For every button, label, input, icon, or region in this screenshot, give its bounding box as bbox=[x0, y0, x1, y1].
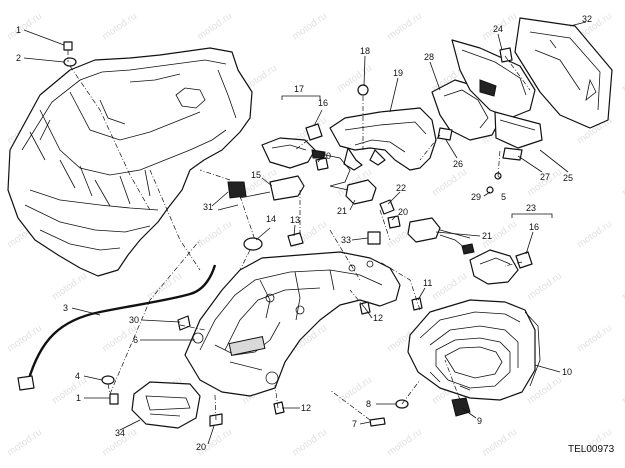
watermark-text: motod.ru bbox=[290, 427, 329, 459]
callout-6: 6 bbox=[133, 335, 138, 345]
callout-24: 24 bbox=[493, 24, 503, 34]
cable bbox=[26, 264, 217, 383]
callout-11: 11 bbox=[423, 278, 432, 288]
callout-33: 33 bbox=[341, 235, 351, 245]
watermark-text: motod.ru bbox=[430, 167, 469, 199]
callout-labels: 1 2 3 4 5 6 7 8 9 10 11 12 12 13 14 15 1… bbox=[16, 14, 592, 452]
callout-4: 4 bbox=[75, 371, 80, 381]
callout-12-lower: 12 bbox=[301, 403, 311, 413]
callout-28: 28 bbox=[424, 52, 434, 62]
callout-2: 2 bbox=[16, 53, 21, 63]
callout-3: 3 bbox=[63, 303, 68, 313]
callout-23: 23 bbox=[526, 203, 536, 213]
callout-20-middle: 20 bbox=[398, 207, 408, 217]
rear-mudguard-support bbox=[184, 251, 401, 397]
callout-19: 19 bbox=[393, 68, 403, 78]
callout-12-upper: 12 bbox=[373, 313, 383, 323]
watermark-text: motod.ru bbox=[195, 219, 234, 251]
cable-end-connector bbox=[17, 375, 35, 391]
watermark-text: motod.ru bbox=[385, 11, 424, 43]
electrical-connectors bbox=[63, 41, 533, 427]
watermark-text: motod.ru bbox=[5, 11, 44, 43]
callout-20-lower: 20 bbox=[196, 442, 206, 452]
callout-25: 25 bbox=[563, 173, 573, 183]
callout-1-top: 1 bbox=[16, 25, 21, 35]
watermark-text: motod.ru bbox=[620, 375, 625, 407]
group-bracket-17 bbox=[281, 95, 321, 100]
callout-7: 7 bbox=[352, 419, 357, 429]
watermark-text: motod.ru bbox=[100, 11, 139, 43]
callout-leaders bbox=[23, 21, 587, 445]
callout-26: 26 bbox=[453, 159, 463, 169]
callout-18: 18 bbox=[360, 46, 370, 56]
rear-subframe bbox=[7, 47, 253, 277]
watermark-text: motod.ru bbox=[620, 271, 625, 303]
callout-32: 32 bbox=[582, 14, 592, 24]
callout-17: 17 bbox=[294, 84, 304, 94]
callout-16-right: 16 bbox=[529, 222, 539, 232]
callout-29: 29 bbox=[471, 192, 481, 202]
watermark-text: motod.ru bbox=[50, 271, 89, 303]
callout-27: 27 bbox=[540, 172, 550, 182]
plate-bracket bbox=[514, 17, 613, 129]
watermark-text: motod.ru bbox=[5, 427, 44, 459]
watermark-text: motod.ru bbox=[385, 427, 424, 459]
watermark-text: motod.ru bbox=[575, 323, 614, 355]
watermark-text: motod.ru bbox=[525, 271, 564, 303]
watermark-text: motod.ru bbox=[575, 219, 614, 251]
watermark-text: motod.ru bbox=[290, 11, 329, 43]
callout-10: 10 bbox=[562, 367, 572, 377]
tail-cover bbox=[329, 107, 437, 171]
callout-14: 14 bbox=[266, 214, 276, 224]
callout-8: 8 bbox=[366, 399, 371, 409]
callout-1-lower: 1 bbox=[76, 393, 81, 403]
watermark-text: motod.ru bbox=[525, 375, 564, 407]
callout-15: 15 bbox=[251, 170, 261, 180]
reflector bbox=[131, 381, 201, 429]
callout-9: 9 bbox=[477, 416, 482, 426]
watermark-text: motod.ru bbox=[430, 271, 469, 303]
drawing-code: TEL00973 bbox=[568, 444, 615, 455]
watermark-text: motod.ru bbox=[480, 427, 519, 459]
callout-5: 5 bbox=[501, 192, 506, 202]
callout-16-left: 16 bbox=[318, 98, 328, 108]
plate-light-holder bbox=[451, 39, 543, 149]
group-bracket-23 bbox=[511, 213, 553, 218]
callout-22: 22 bbox=[396, 183, 406, 193]
callout-21-left: 21 bbox=[337, 206, 347, 216]
callout-20-upper: 20 bbox=[321, 151, 331, 161]
right-turn-indicator bbox=[439, 234, 519, 285]
callout-31: 31 bbox=[203, 202, 213, 212]
tail-light-assembly bbox=[407, 299, 541, 401]
watermark-text: motod.ru bbox=[620, 63, 625, 95]
callout-34: 34 bbox=[115, 428, 125, 438]
watermark-text: motod.ru bbox=[620, 167, 625, 199]
watermark-text: motod.ru bbox=[195, 11, 234, 43]
callout-21-right: 21 bbox=[482, 231, 492, 241]
callout-30: 30 bbox=[129, 315, 139, 325]
assembly-lines bbox=[67, 50, 531, 421]
watermark-text: motod.ru bbox=[50, 375, 89, 407]
left-turn-indicator bbox=[261, 137, 351, 187]
watermark-text: motod.ru bbox=[5, 323, 44, 355]
callout-13: 13 bbox=[290, 215, 300, 225]
